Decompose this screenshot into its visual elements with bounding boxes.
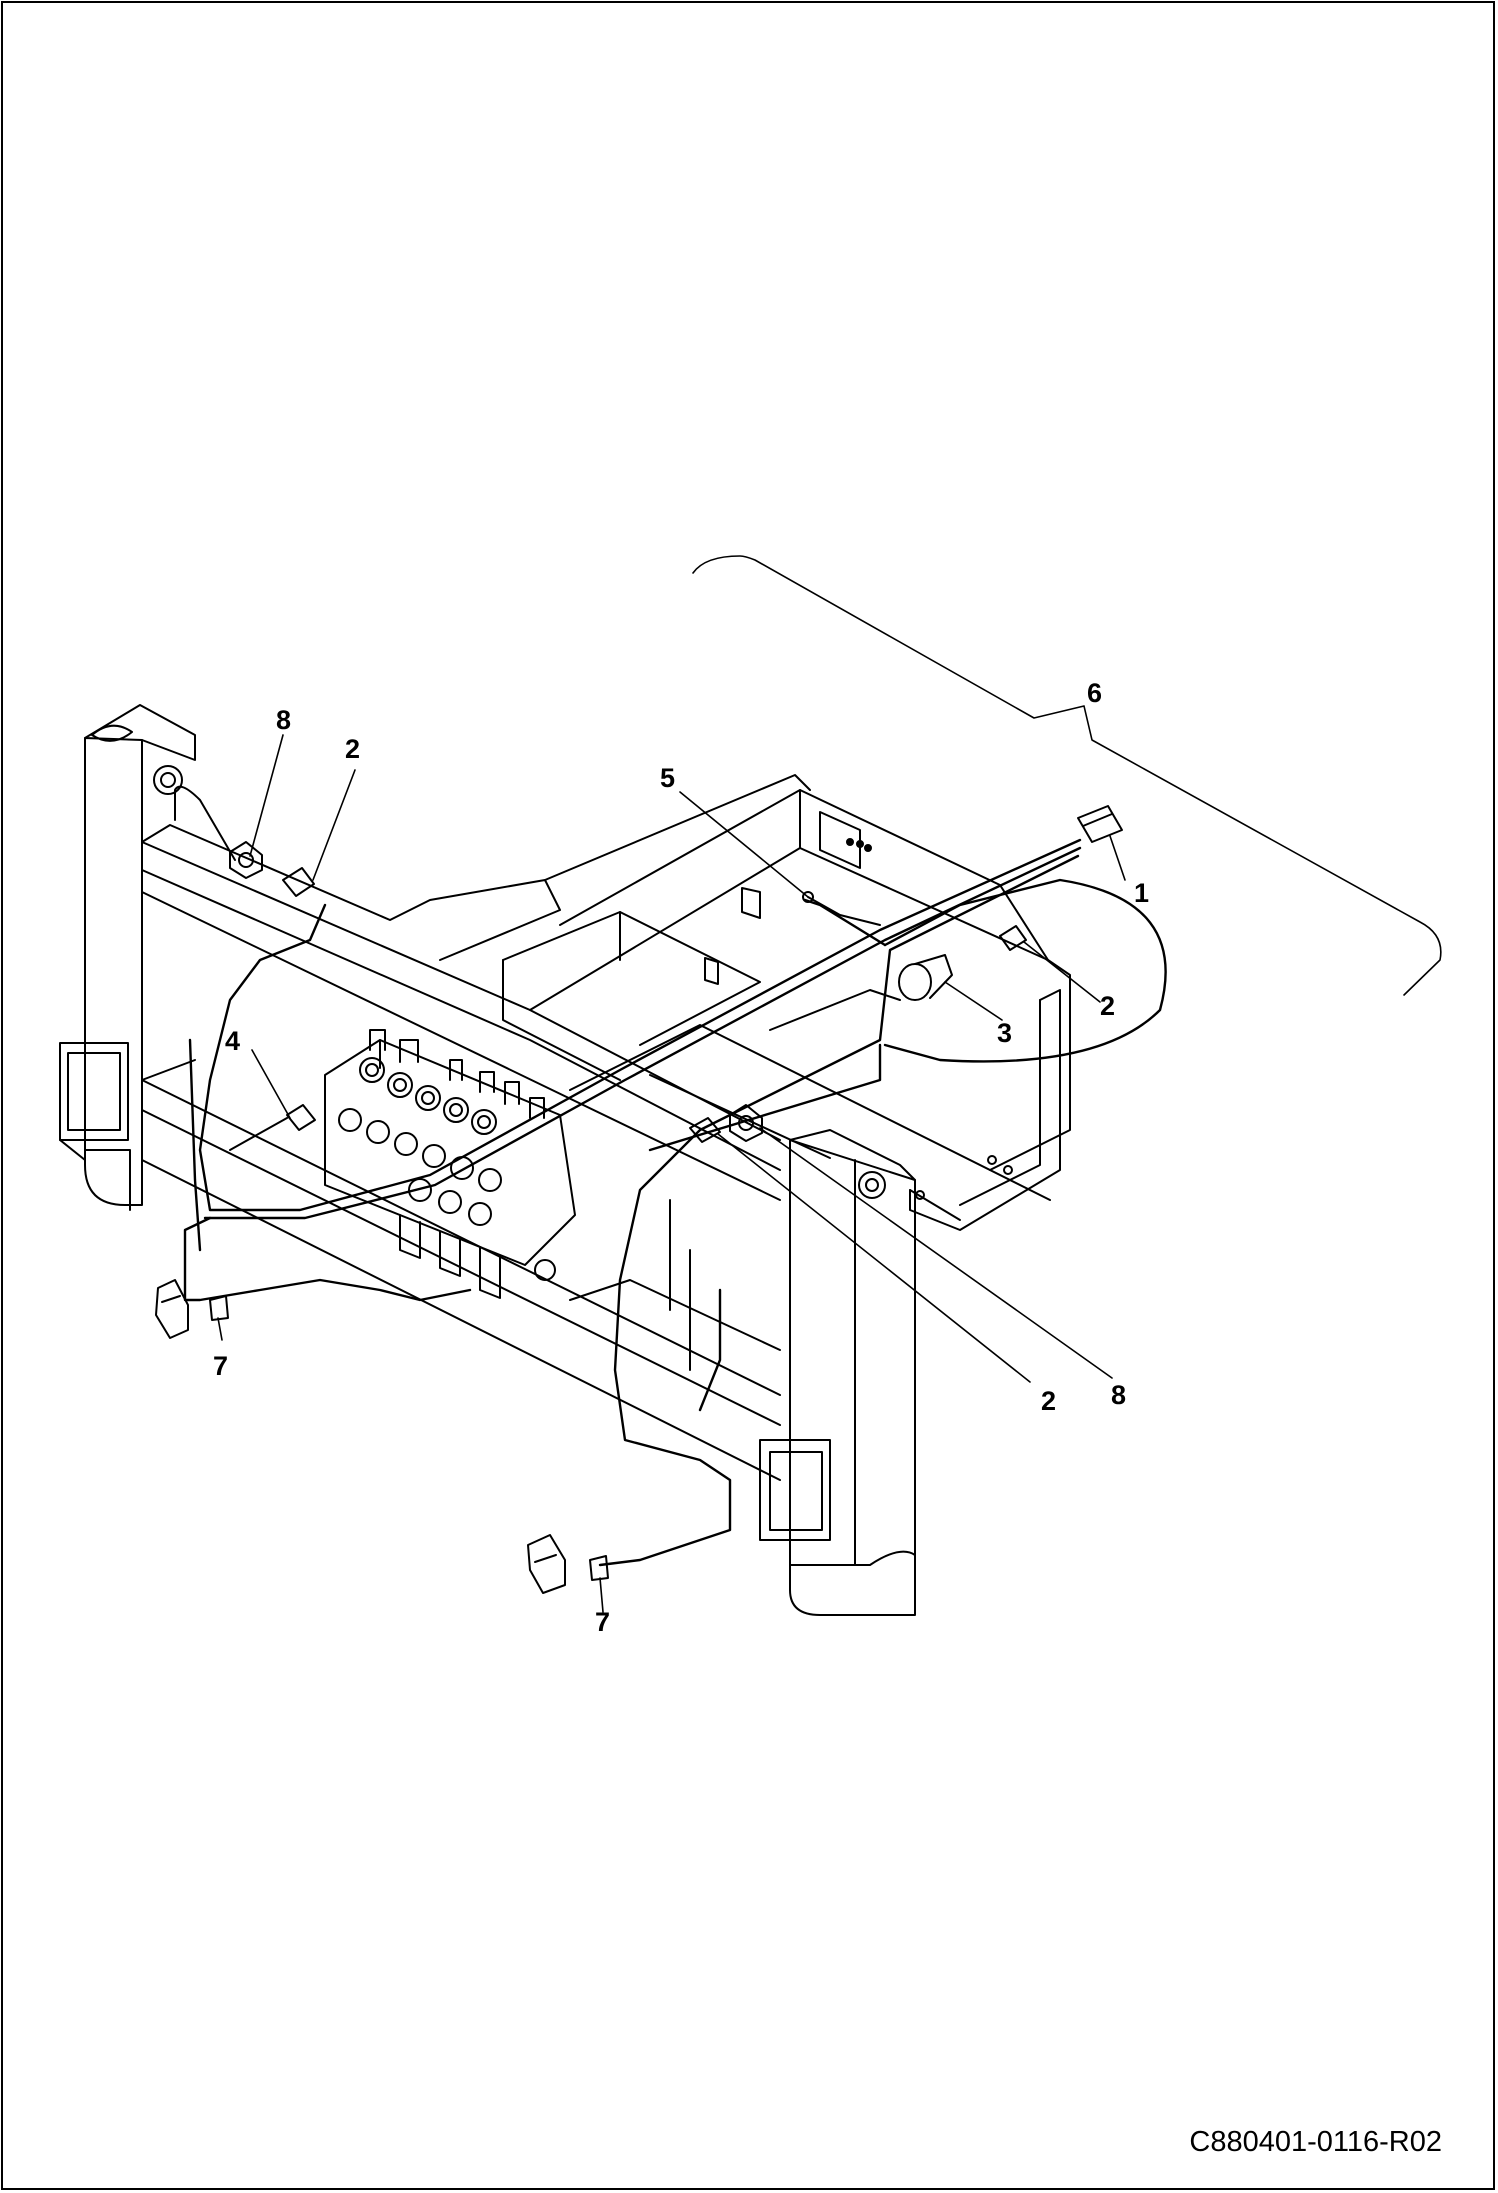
switch-item-7 [155,1279,609,1594]
callout-5: 5 [660,763,676,793]
callout-2-top: 2 [345,734,361,764]
right-upright-post [759,1129,916,1616]
lamp-item-3 [898,954,953,1001]
terminal-item-5 [802,891,881,926]
callout-1: 1 [1134,878,1150,908]
control-valve-bank [324,1029,576,1299]
connector-item-4 [229,1104,316,1151]
leader-lines [217,734,1126,1613]
callout-3: 3 [997,1018,1013,1048]
callout-4: 4 [225,1026,241,1056]
harness-bracket-6 [692,555,1442,996]
top-cross-member [141,785,781,1201]
document-number: C880401-0116-R02 [1189,2126,1442,2158]
frame-body [502,774,1071,1201]
callout-8-top: 8 [276,705,292,735]
left-upright-post [59,704,196,1211]
callout-7-left: 7 [213,1351,229,1381]
fitting-item-8 [229,841,763,1142]
callout-8-bottom: 8 [1111,1380,1127,1410]
connector-item-1 [1077,805,1123,843]
connector-item-2 [282,867,1027,1143]
callout-2-bottom: 2 [1041,1386,1057,1416]
callout-2-right: 2 [1100,991,1116,1021]
wiring-harness [183,838,1167,1567]
callout-7-bottom: 7 [595,1607,611,1637]
callout-6: 6 [1087,678,1103,708]
